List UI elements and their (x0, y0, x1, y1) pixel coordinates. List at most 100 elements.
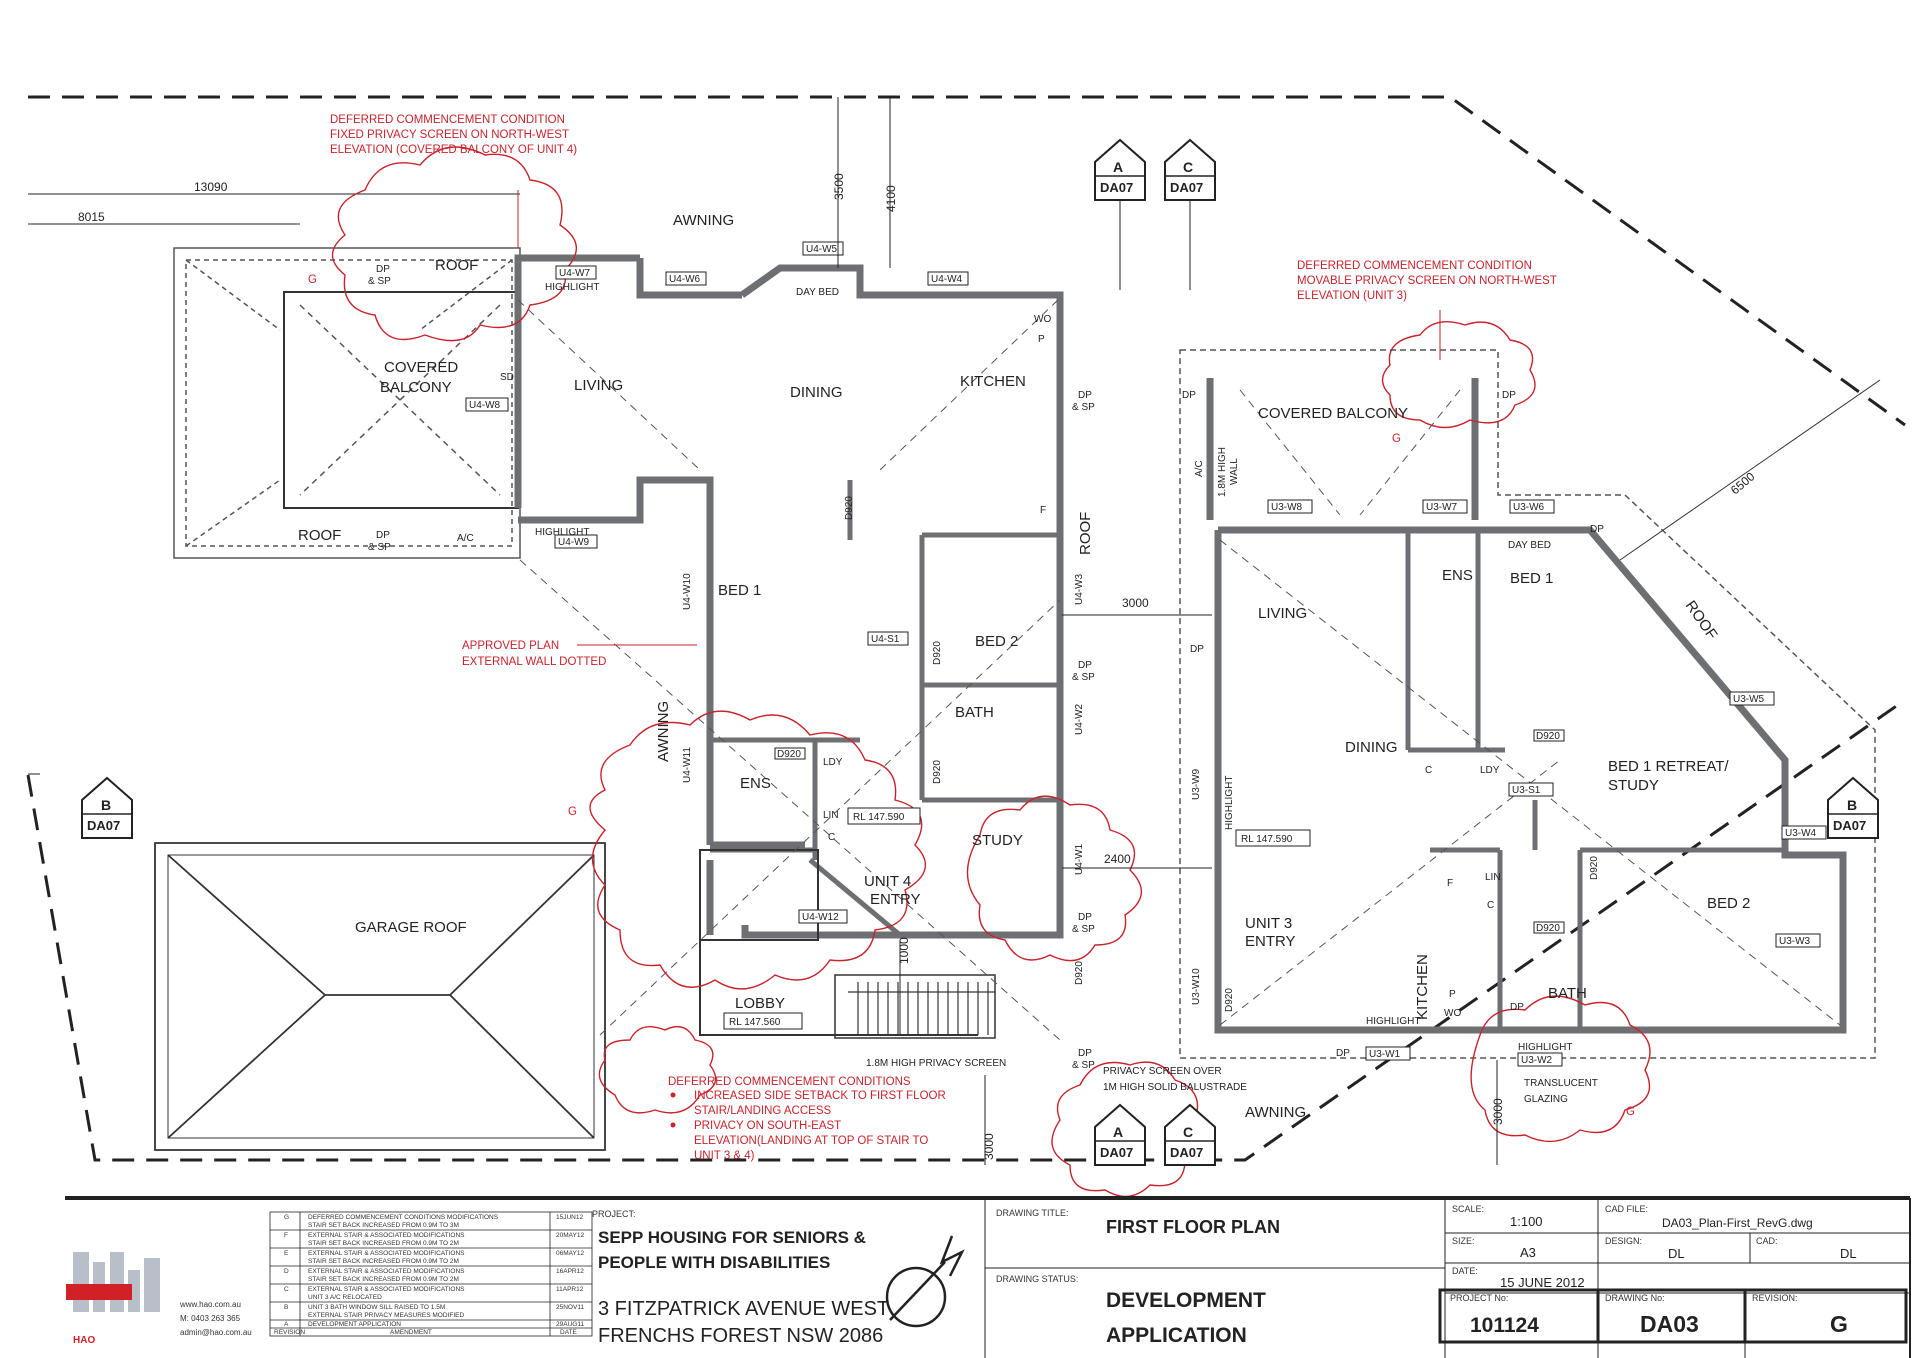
dimension-label: 8015 (78, 210, 105, 224)
c-label: C (1425, 765, 1432, 776)
size-label: SIZE: (1452, 1236, 1475, 1246)
dimension-label: 13090 (194, 180, 228, 194)
revision-text: EXTERNAL STAIR & ASSOCIATED MODIFICATION… (308, 1286, 465, 1293)
dp-label: & SP (1072, 1060, 1095, 1071)
project-no: 101124 (1470, 1314, 1539, 1337)
drawing-no-label: DRAWING No: (1605, 1293, 1665, 1303)
unit4-dashed-diagonals (517, 299, 1061, 1041)
highlight-label: HIGHLIGHT (1518, 1042, 1572, 1053)
door-tag: D920 (1589, 856, 1600, 880)
revision-mark: G (308, 274, 317, 286)
dp-label: & SP (1072, 924, 1095, 935)
awning-label: AWNING (1245, 1104, 1306, 1121)
window-tag: U4-S1 (871, 634, 900, 645)
lin-label: LIN (823, 810, 839, 821)
p-label: P (1038, 334, 1045, 345)
date-value: 15 JUNE 2012 (1500, 1275, 1585, 1290)
dp-label: DP (1190, 644, 1204, 655)
privacy-over-label: 1M HIGH SOLID BALUSTRADE (1103, 1082, 1247, 1093)
f-label: F (1447, 878, 1453, 889)
door-tag: D920 (1224, 988, 1235, 1012)
wall-label: WALL (1229, 458, 1240, 485)
scale-value: 1:100 (1510, 1214, 1543, 1229)
revision-header: REVISION (274, 1329, 305, 1336)
revision-text: STAIR SET BACK INCREASED FROM 0.9M TO 3M (308, 1222, 459, 1229)
revision-text: DEVELOPMENT APPLICATION (308, 1321, 401, 1328)
revision-date: 20MAY12 (556, 1232, 584, 1239)
design-label: DESIGN: (1605, 1236, 1642, 1246)
revisions-rows: G DEFERRED COMMENCEMENT CONDITIONS MODIF… (274, 1214, 584, 1336)
highlight-label: HIGHLIGHT (1366, 1016, 1420, 1027)
ens-label: ENS (740, 775, 771, 792)
ac-label: A/C (457, 533, 474, 544)
revision-date: 11APR12 (556, 1286, 584, 1293)
privacy-over-label: PRIVACY SCREEN OVER (1103, 1066, 1222, 1077)
note-nw-unit3: ELEVATION (UNIT 3) (1297, 290, 1407, 302)
date-header: DATE (560, 1329, 578, 1336)
roof-label: ROOF (435, 257, 478, 274)
window-tag: U3-W7 (1426, 502, 1458, 513)
revision-mark: G (568, 806, 577, 818)
ldy-label: LDY (1480, 765, 1500, 776)
window-tag: U4-W1 (1074, 843, 1085, 875)
window-tag: U4-W2 (1074, 703, 1085, 735)
dimension-label: 3000 (982, 1133, 996, 1160)
project-label: PROJECT: (592, 1209, 636, 1219)
rl-label: RL 147.590 (1241, 834, 1293, 845)
project-name: SEPP HOUSING FOR SENIORS & (598, 1228, 866, 1247)
window-tag: U3-W4 (1785, 828, 1817, 839)
unit4-walls (514, 254, 1064, 939)
contact-email: admin@hao.com.au (180, 1328, 252, 1337)
living-label: LIVING (1258, 605, 1307, 622)
site-labels: AWNING AWNING AWNING GARAGE ROOF 1.8M HI… (355, 212, 1598, 1121)
unit4-inner-walls (710, 480, 1058, 937)
unit4-roof-outline (173, 247, 521, 559)
section-marker-a-bottom (1094, 1103, 1146, 1166)
dimension-label: 6500 (1728, 469, 1758, 497)
dp-label: DP (1336, 1048, 1350, 1059)
dp-label: & SP (368, 276, 391, 287)
unit3-walls (1206, 378, 1847, 1034)
dining-label: DINING (790, 384, 843, 401)
cad-by-label: CAD: (1756, 1236, 1778, 1246)
garage-roof (154, 842, 606, 1151)
dimension-label: 1000 (897, 937, 911, 964)
cad-file-value: DA03_Plan-First_RevG.dwg (1662, 1216, 1813, 1230)
window-tag: U3-W6 (1513, 502, 1545, 513)
ac-label: A/C (1194, 460, 1205, 477)
sd-label: SD (500, 372, 514, 383)
revision-date: 25NOV11 (556, 1304, 584, 1311)
door-tag: D920 (777, 749, 801, 760)
door-tag: D920 (1536, 731, 1560, 742)
revision-value: G (1830, 1311, 1848, 1337)
awning-label: AWNING (673, 212, 734, 229)
setback-lines (28, 193, 520, 775)
project-address: 3 FITZPATRICK AVENUE WEST (598, 1298, 889, 1320)
dp-label: & SP (1072, 402, 1095, 413)
revision-text: STAIR SET BACK INCREASED FROM 0.9M TO 2M (308, 1276, 459, 1283)
window-tag: U4-W10 (682, 573, 693, 610)
revision-date: 29AUG11 (556, 1321, 584, 1328)
note-nw-unit3: DEFERRED COMMENCEMENT CONDITION (1297, 260, 1532, 272)
revision-date: 16APR12 (556, 1268, 584, 1275)
note-approved: APPROVED PLAN (462, 640, 559, 652)
window-tag: U4-W9 (558, 537, 590, 548)
note-nw-unit3: MOVABLE PRIVACY SCREEN ON NORTH-WEST (1297, 275, 1557, 287)
note-condition: UNIT 3 & 4) (694, 1150, 755, 1162)
revision-code: D (284, 1268, 289, 1275)
revision-label: REVISION: (1752, 1293, 1798, 1303)
ens-label: ENS (1442, 567, 1473, 584)
dimension-label: 4100 (884, 185, 898, 212)
scale-label: SCALE: (1452, 1204, 1484, 1214)
section-ref-label: DA07 (1100, 180, 1133, 195)
roof-label: ROOF (298, 527, 341, 544)
note-nw-unit4: ELEVATION (COVERED BALCONY OF UNIT 4) (330, 144, 577, 156)
highlight-label: HIGHLIGHT (535, 527, 589, 538)
section-c-label: C (1183, 159, 1193, 175)
amendment-header: AMENDMENT (390, 1329, 432, 1336)
project-name: PEOPLE WITH DISABILITIES (598, 1253, 830, 1272)
f-label: F (1040, 505, 1046, 516)
section-b-label: B (1847, 797, 1857, 813)
door-tag: D920 (932, 641, 943, 665)
unit4-lobby (699, 849, 996, 1039)
